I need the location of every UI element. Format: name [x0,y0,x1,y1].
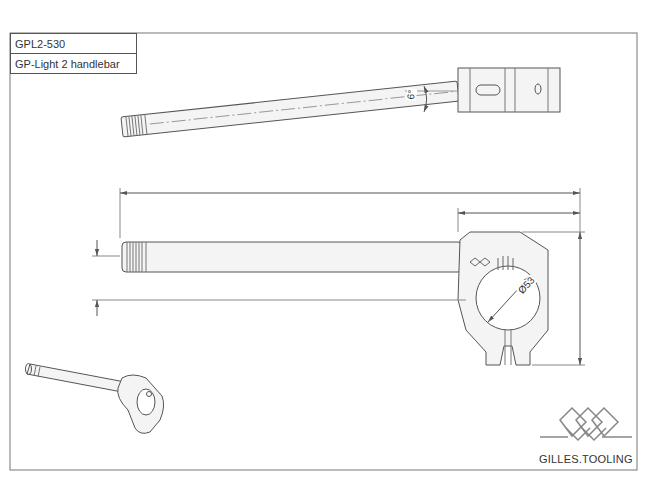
top-view [121,68,560,137]
iso-view [26,364,164,434]
company-logo [540,408,632,440]
angle-dimension: 6° [406,89,417,102]
title-text: GPL2-530 [15,38,65,50]
title-cell: GPL2-530 [10,33,137,54]
title-text: GP-Light 2 handlebar [15,58,120,70]
company-name: GILLES.TOOLING [539,454,633,465]
front-view [92,188,585,365]
drawing-frame [10,33,637,470]
title-cell: GP-Light 2 handlebar [10,53,137,74]
